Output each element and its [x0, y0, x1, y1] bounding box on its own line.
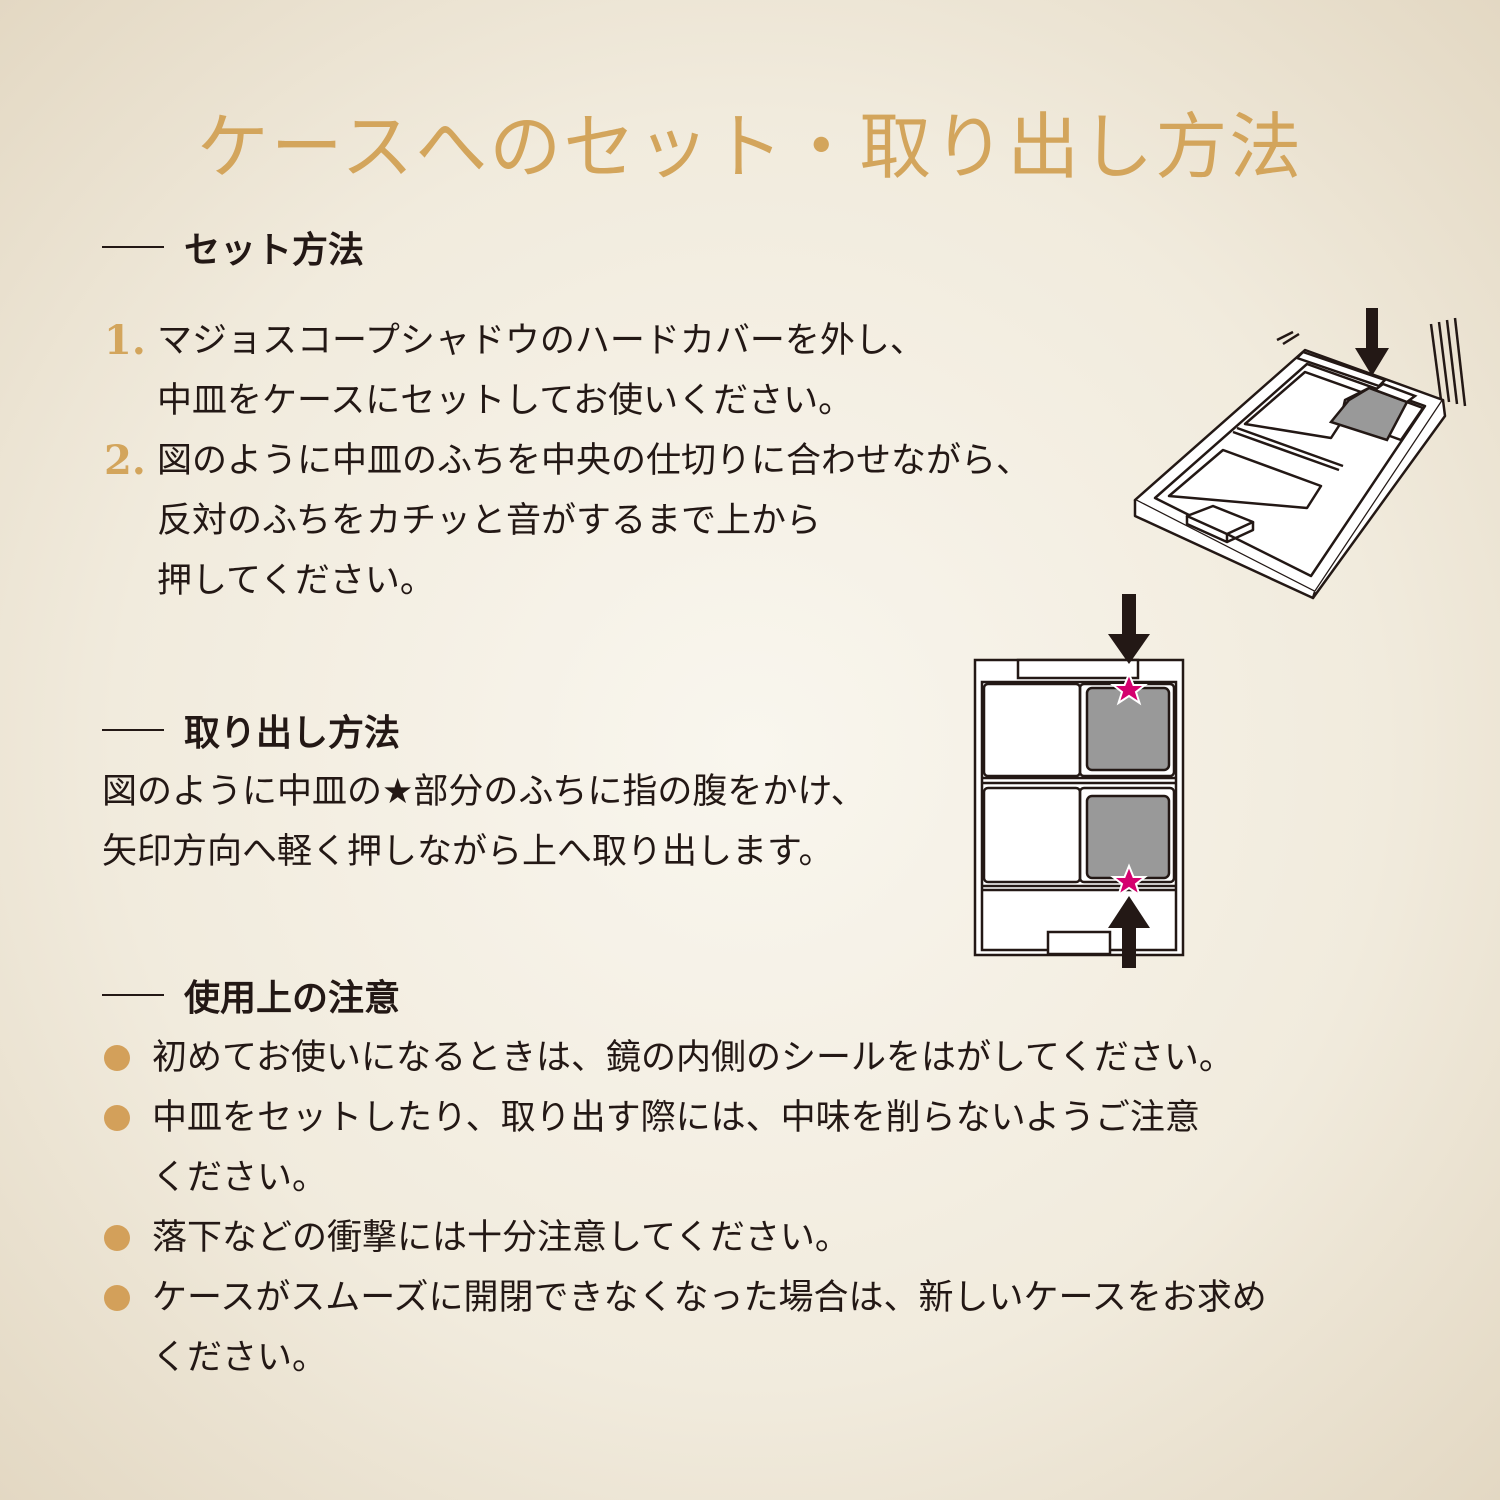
- step-1-line-1: マジョスコープシャドウのハードカバーを外し、: [157, 321, 925, 361]
- caution-item-1-line-1: 初めてお使いになるときは、鏡の内側のシールをはがしてください。: [152, 1038, 1234, 1078]
- step-number-2: 2.: [104, 437, 146, 484]
- caution-item-4-line-1: ケースがスムーズに開閉できなくなった場合は、新しいケースをお求め: [152, 1278, 1267, 1318]
- caution-item-2-line-2: ください。: [152, 1158, 328, 1198]
- set-section-heading: セット方法: [102, 222, 364, 272]
- remove-section-heading: 取り出し方法: [102, 705, 400, 755]
- case-set-illustration: [1133, 308, 1467, 600]
- caution-section-heading: 使用上の注意: [102, 970, 400, 1020]
- caution-item-3-line-1: 落下などの衝撃には十分注意してください。: [152, 1218, 850, 1258]
- page-title: ケースへのセット・取り出し方法: [196, 105, 1304, 189]
- step-2-line-3: 押してください。: [157, 561, 435, 601]
- bullet-dot-icon: [104, 1285, 130, 1311]
- heading-rule: [102, 246, 164, 248]
- step-2-line-2: 反対のふちをカチッと音がするまで上から: [157, 501, 821, 541]
- down-arrow-icon: [1108, 594, 1150, 664]
- caution-heading-text: 使用上の注意: [184, 978, 401, 1019]
- star-icon: [1110, 863, 1148, 898]
- bullet-dot-icon: [104, 1105, 130, 1131]
- remove-heading-text: 取り出し方法: [184, 713, 401, 754]
- case-remove-illustration: [973, 594, 1185, 968]
- set-heading-text: セット方法: [184, 230, 365, 271]
- remove-line-1: 図のように中皿の★部分のふちに指の腹をかけ、: [102, 772, 866, 812]
- up-arrow-icon: [1108, 896, 1150, 968]
- caution-item-4-line-2: ください。: [152, 1338, 328, 1378]
- heading-rule: [102, 729, 164, 731]
- step-1-line-2: 中皿をケースにセットしてお使いください。: [157, 381, 854, 421]
- bullet-dot-icon: [104, 1045, 130, 1071]
- remove-line-2: 矢印方向へ軽く押しながら上へ取り出します。: [102, 832, 834, 872]
- caution-item-2-line-1: 中皿をセットしたり、取り出す際には、中味を削らないようご注意: [152, 1098, 1200, 1138]
- step-2-line-1: 図のように中皿のふちを中央の仕切りに合わせながら、: [157, 441, 1031, 481]
- down-arrow-icon: [1355, 308, 1389, 376]
- star-icon: [1110, 671, 1148, 706]
- step-number-1: 1.: [104, 317, 146, 364]
- heading-rule: [102, 994, 164, 996]
- bullet-dot-icon: [104, 1225, 130, 1251]
